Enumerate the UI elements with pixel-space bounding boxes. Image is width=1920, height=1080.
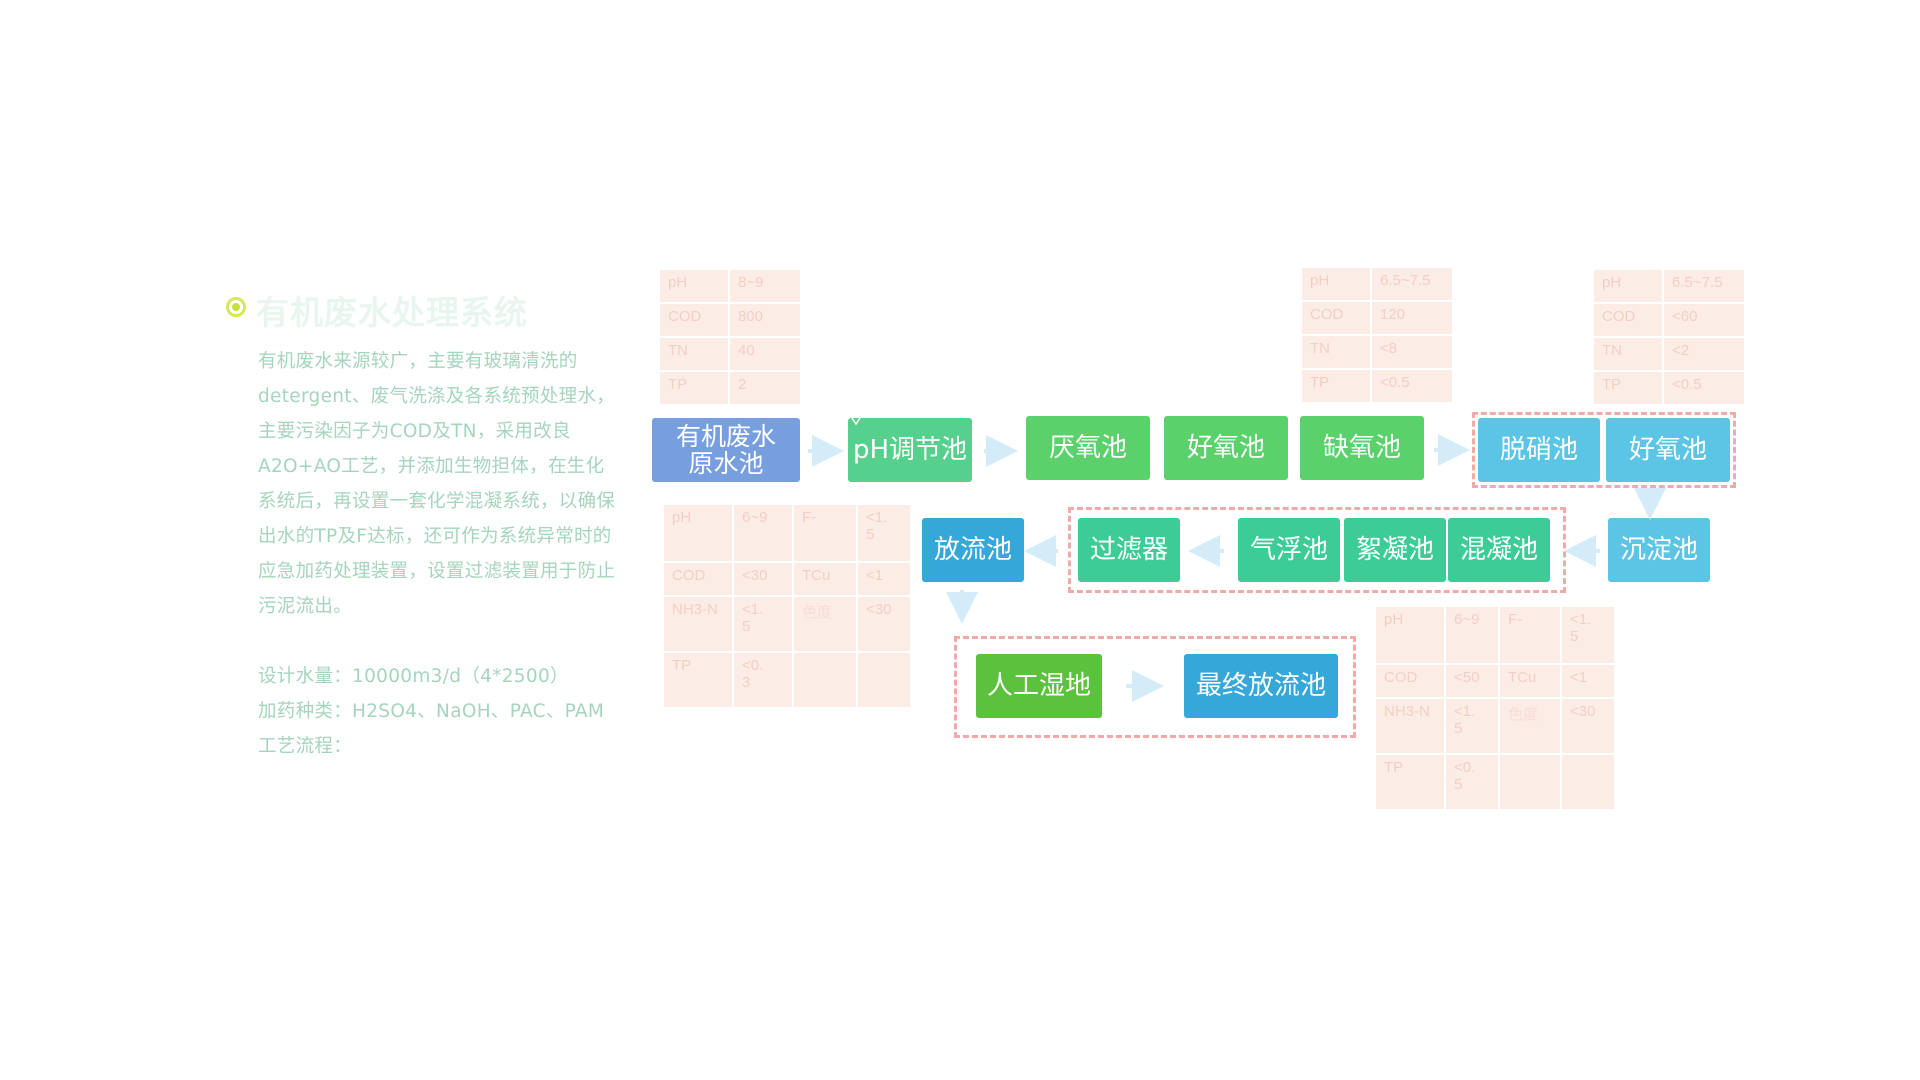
process-label: 工艺流程： <box>258 736 353 757</box>
design-flow-text: 设计水量：10000m3/d（4*2500） <box>258 666 569 687</box>
table-cell: 6.5~7.5 <box>1372 268 1452 300</box>
table-cell: 色度 <box>794 597 856 651</box>
table-cell <box>1500 755 1560 809</box>
table-cell: <0.5 <box>1372 370 1452 402</box>
constructed-wetland-node: 人工湿地 <box>976 654 1102 718</box>
flocculation-tank-node: 絮凝池 <box>1344 518 1446 582</box>
description-line: 污泥流出。 <box>258 596 353 617</box>
wetland-group-outline <box>954 636 1356 738</box>
table-cell: F- <box>794 505 856 561</box>
table-cell: 6~9 <box>1446 607 1498 663</box>
table-cell: COD <box>660 304 728 336</box>
raw-water-tank-node: 有机废水 原水池 <box>652 418 800 482</box>
table-cell: TP <box>1594 372 1662 404</box>
table-cell: NH3-N <box>1376 699 1444 753</box>
title-bullet-icon <box>226 297 246 317</box>
description-line: 系统后，再设置一套化学混凝系统，以确保 <box>258 491 616 512</box>
table-cell: TN <box>1302 336 1370 368</box>
table-cell: 40 <box>730 338 800 370</box>
description-line: detergent、废气洗涤及各系统预处理水， <box>258 386 616 407</box>
table-cell: <50 <box>1446 665 1498 697</box>
table-cell: <0.5 <box>1664 372 1744 404</box>
table-cell: <30 <box>1562 699 1614 753</box>
sedimentation-tank-node: 沉淀池 <box>1608 518 1710 582</box>
table-cell: <2 <box>1664 338 1744 370</box>
table-cell: pH <box>1376 607 1444 663</box>
description-line: A2O+AO工艺，并添加生物担体，在生化 <box>258 456 605 477</box>
table-cell: COD <box>1376 665 1444 697</box>
description-line: 有机废水来源较广，主要有玻璃清洗的 <box>258 351 578 372</box>
table-cell: 6.5~7.5 <box>1664 270 1744 302</box>
description-line: 应急加药处理装置，设置过滤装置用于防止 <box>258 561 616 582</box>
denitrification-tank-node: 脱硝池 <box>1478 418 1600 482</box>
table-cell: <8 <box>1372 336 1452 368</box>
table-cell: <1. 5 <box>858 505 910 561</box>
table-cell: <60 <box>1664 304 1744 336</box>
table-cell <box>794 653 856 707</box>
final-discharge-tank-node: 最终放流池 <box>1184 654 1338 718</box>
table-cell: <0. 3 <box>734 653 792 707</box>
table-cell: <1 <box>858 563 910 595</box>
coagulation-tank-node: 混凝池 <box>1448 518 1550 582</box>
discharge-tank-node: 放流池 <box>922 518 1024 582</box>
description-line: 出水的TP及F达标，还可作为系统异常时的 <box>258 526 612 547</box>
aerobic-tank-2-node: 好氧池 <box>1606 418 1730 482</box>
table-cell: TP <box>1376 755 1444 809</box>
table-cell: TP <box>664 653 732 707</box>
chemicals-text: 加药种类：H2SO4、NaOH、PAC、PAM <box>258 701 605 722</box>
table-cell: 8~9 <box>730 270 800 302</box>
table-cell <box>858 653 910 707</box>
table-cell: COD <box>1302 302 1370 334</box>
table-cell: 色度 <box>1500 699 1560 753</box>
table-cell: TCu <box>1500 665 1560 697</box>
table-cell: COD <box>664 563 732 595</box>
small-check-icon <box>851 417 861 426</box>
table-cell: pH <box>664 505 732 561</box>
table-cell: TCu <box>794 563 856 595</box>
table-cell: COD <box>1594 304 1662 336</box>
table-cell: TN <box>1594 338 1662 370</box>
final-quality-table: pH 6~9 F- <1. 5 COD <50 TCu <1 NH3-N <1.… <box>1374 605 1616 811</box>
table-cell: TP <box>1302 370 1370 402</box>
table-cell: <0. 5 <box>1446 755 1498 809</box>
table-cell <box>1562 755 1614 809</box>
air-flotation-tank-node: 气浮池 <box>1238 518 1340 582</box>
table-cell: <30 <box>734 563 792 595</box>
table-cell: F- <box>1500 607 1560 663</box>
denitrify-group-outline <box>1472 412 1736 488</box>
table-cell: pH <box>660 270 728 302</box>
table-cell: <1. 5 <box>734 597 792 651</box>
table-cell: 800 <box>730 304 800 336</box>
ph-adjust-tank-node: pH调节池 <box>848 418 972 482</box>
table-cell: <1 <box>1562 665 1614 697</box>
table-cell: <1. 5 <box>1446 699 1498 753</box>
table-cell: 6~9 <box>734 505 792 561</box>
table-cell: 120 <box>1372 302 1452 334</box>
description-line: 主要污染因子为COD及TN，采用改良 <box>258 421 571 442</box>
filter-node: 过滤器 <box>1078 518 1180 582</box>
section-title: 有机废水处理系统 <box>256 293 528 332</box>
anoxic-tank-node: 缺氧池 <box>1300 416 1424 480</box>
table-cell: NH3-N <box>664 597 732 651</box>
table-cell: <30 <box>858 597 910 651</box>
discharge-quality-table: pH 6~9 F- <1. 5 COD <30 TCu <1 NH3-N <1.… <box>662 503 912 709</box>
aerobic-tank-1-node: 好氧池 <box>1164 416 1288 480</box>
table-cell: TP <box>660 372 728 404</box>
table-cell: 2 <box>730 372 800 404</box>
table-cell: TN <box>660 338 728 370</box>
anaerobic-tank-node: 厌氧池 <box>1026 416 1150 480</box>
table-cell: pH <box>1302 268 1370 300</box>
table-cell: pH <box>1594 270 1662 302</box>
table-cell: <1. 5 <box>1562 607 1614 663</box>
